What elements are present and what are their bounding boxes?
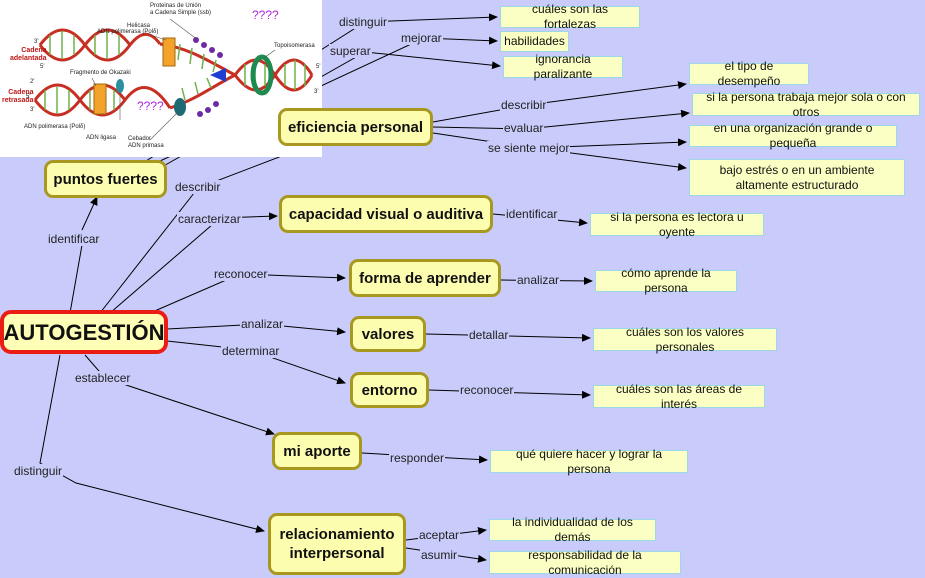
label-cebador: Cebador ADN primasa: [128, 136, 164, 149]
strand-end-label: 3': [34, 39, 39, 45]
line-root-establecer: [84, 354, 275, 436]
link-label-describir: describir: [174, 180, 222, 194]
root-node[interactable]: AUTOGESTIÓN: [0, 310, 168, 354]
link-label-determinar: determinar: [221, 344, 281, 358]
label-topoisomerasa: Topoisomerasa: [274, 43, 315, 49]
leaf-organizacion[interactable]: en una organización grande o pequeña: [689, 121, 897, 150]
link-label-reconocer-entorno: reconocer: [459, 383, 515, 397]
link-label-responder: responder: [389, 451, 446, 465]
line-ef-describir: [432, 81, 687, 123]
leaf-sola-o-con-otros[interactable]: si la persona trabaja mejor sola o con o…: [692, 90, 920, 119]
line-root-identificar: [69, 244, 83, 314]
leaf-estres[interactable]: bajo estrés o en un ambiente altamente e…: [689, 159, 905, 196]
link-label-se-siente-mejor: se siente mejor: [487, 141, 571, 155]
leaf-individualidad[interactable]: la individualidad de los demás: [489, 515, 656, 544]
link-label-identificar: identificar: [47, 232, 101, 246]
link-label-establecer: establecer: [74, 371, 132, 385]
label-helicasa: Helicasa: [127, 23, 151, 29]
node-entorno[interactable]: entorno: [350, 372, 429, 408]
leaf-habilidades[interactable]: habilidades: [500, 31, 569, 52]
strand-end-label: 5': [26, 94, 31, 100]
link-label-caracterizar: caracterizar: [177, 212, 242, 226]
link-label-distinguir-pf: distinguir: [338, 15, 389, 29]
label-proteinas: Proteinas de Unión a Cadena Simple (ssb): [150, 3, 212, 16]
question-marks-top: ????: [252, 8, 279, 22]
label-adn-polimerasa-top: ADN polimerasa (Polδ): [97, 29, 159, 35]
link-label-evaluar: evaluar: [503, 121, 545, 135]
line-root-caracterizar: [109, 212, 278, 314]
strand-end-label: 3': [314, 89, 319, 95]
link-label-reconocer: reconocer: [213, 267, 269, 281]
leaf-responsabilidad[interactable]: responsabilidad de la comunicación: [489, 548, 681, 577]
label-adn-polimerasa-bottom: ADN polimerasa (Polδ): [24, 124, 86, 130]
node-relacionamiento[interactable]: relacionamiento interpersonal: [268, 513, 406, 575]
dna-replication-illustration: [33, 18, 314, 141]
dna-replication-image: ???? ???? Proteinas de Unión a Cadena Si…: [0, 0, 322, 157]
strand-end-label: 5': [316, 64, 321, 70]
link-label-detallar: detallar: [468, 328, 510, 342]
leaf-desempeno[interactable]: el tipo de desempeño: [689, 59, 809, 88]
node-valores[interactable]: valores: [350, 316, 426, 352]
link-label-identificar-cap: identificar: [505, 207, 559, 221]
leaf-quiere-hacer[interactable]: qué quiere hacer y lograr la persona: [490, 447, 688, 476]
leaf-lectora-oyente[interactable]: si la persona es lectora u oyente: [590, 210, 764, 239]
question-marks-bottom: ????: [137, 99, 164, 113]
leaf-como-aprende[interactable]: cómo aprende la persona: [595, 266, 737, 295]
strand-end-label: 2': [30, 79, 35, 85]
link-label-mejorar: mejorar: [400, 31, 443, 45]
leaf-fortalezas[interactable]: cuáles son las fortalezas: [500, 2, 640, 31]
link-label-superar: superar: [329, 44, 372, 58]
link-label-distinguir: distinguir: [13, 464, 64, 478]
line-identificar-pf: [81, 196, 98, 231]
node-capacidad[interactable]: capacidad visual o auditiva: [279, 195, 493, 233]
node-mi-aporte[interactable]: mi aporte: [272, 432, 362, 470]
link-label-aceptar: aceptar: [418, 528, 461, 542]
label-cadena-retrasada: Cadena retrasada: [2, 89, 34, 104]
link-label-analizar: analizar: [240, 317, 285, 331]
node-forma-aprender[interactable]: forma de aprender: [349, 259, 501, 297]
label-adn-ligasa: ADN ligasa: [86, 135, 117, 141]
leaf-valores-personales[interactable]: cuáles son los valores personales: [593, 325, 777, 354]
strand-end-label: 3': [30, 107, 35, 113]
node-eficiencia-personal[interactable]: eficiencia personal: [278, 108, 433, 146]
node-puntos-fuertes[interactable]: puntos fuertes: [44, 160, 167, 198]
link-label-describir-ef: describir: [500, 98, 548, 112]
leaf-ignorancia[interactable]: ignorancia paralizante: [503, 52, 623, 81]
leaf-areas-interes[interactable]: cuáles son las áreas de interés: [593, 382, 765, 411]
link-label-analizar-forma: analizar: [516, 273, 561, 287]
label-cadena-adelantada: Cadena adelantada: [10, 47, 47, 62]
link-label-asumir: asumir: [420, 548, 459, 562]
strand-end-label: 5': [40, 64, 45, 70]
label-fragmento-okazaki: Fragmento de Okazaki: [70, 70, 131, 76]
